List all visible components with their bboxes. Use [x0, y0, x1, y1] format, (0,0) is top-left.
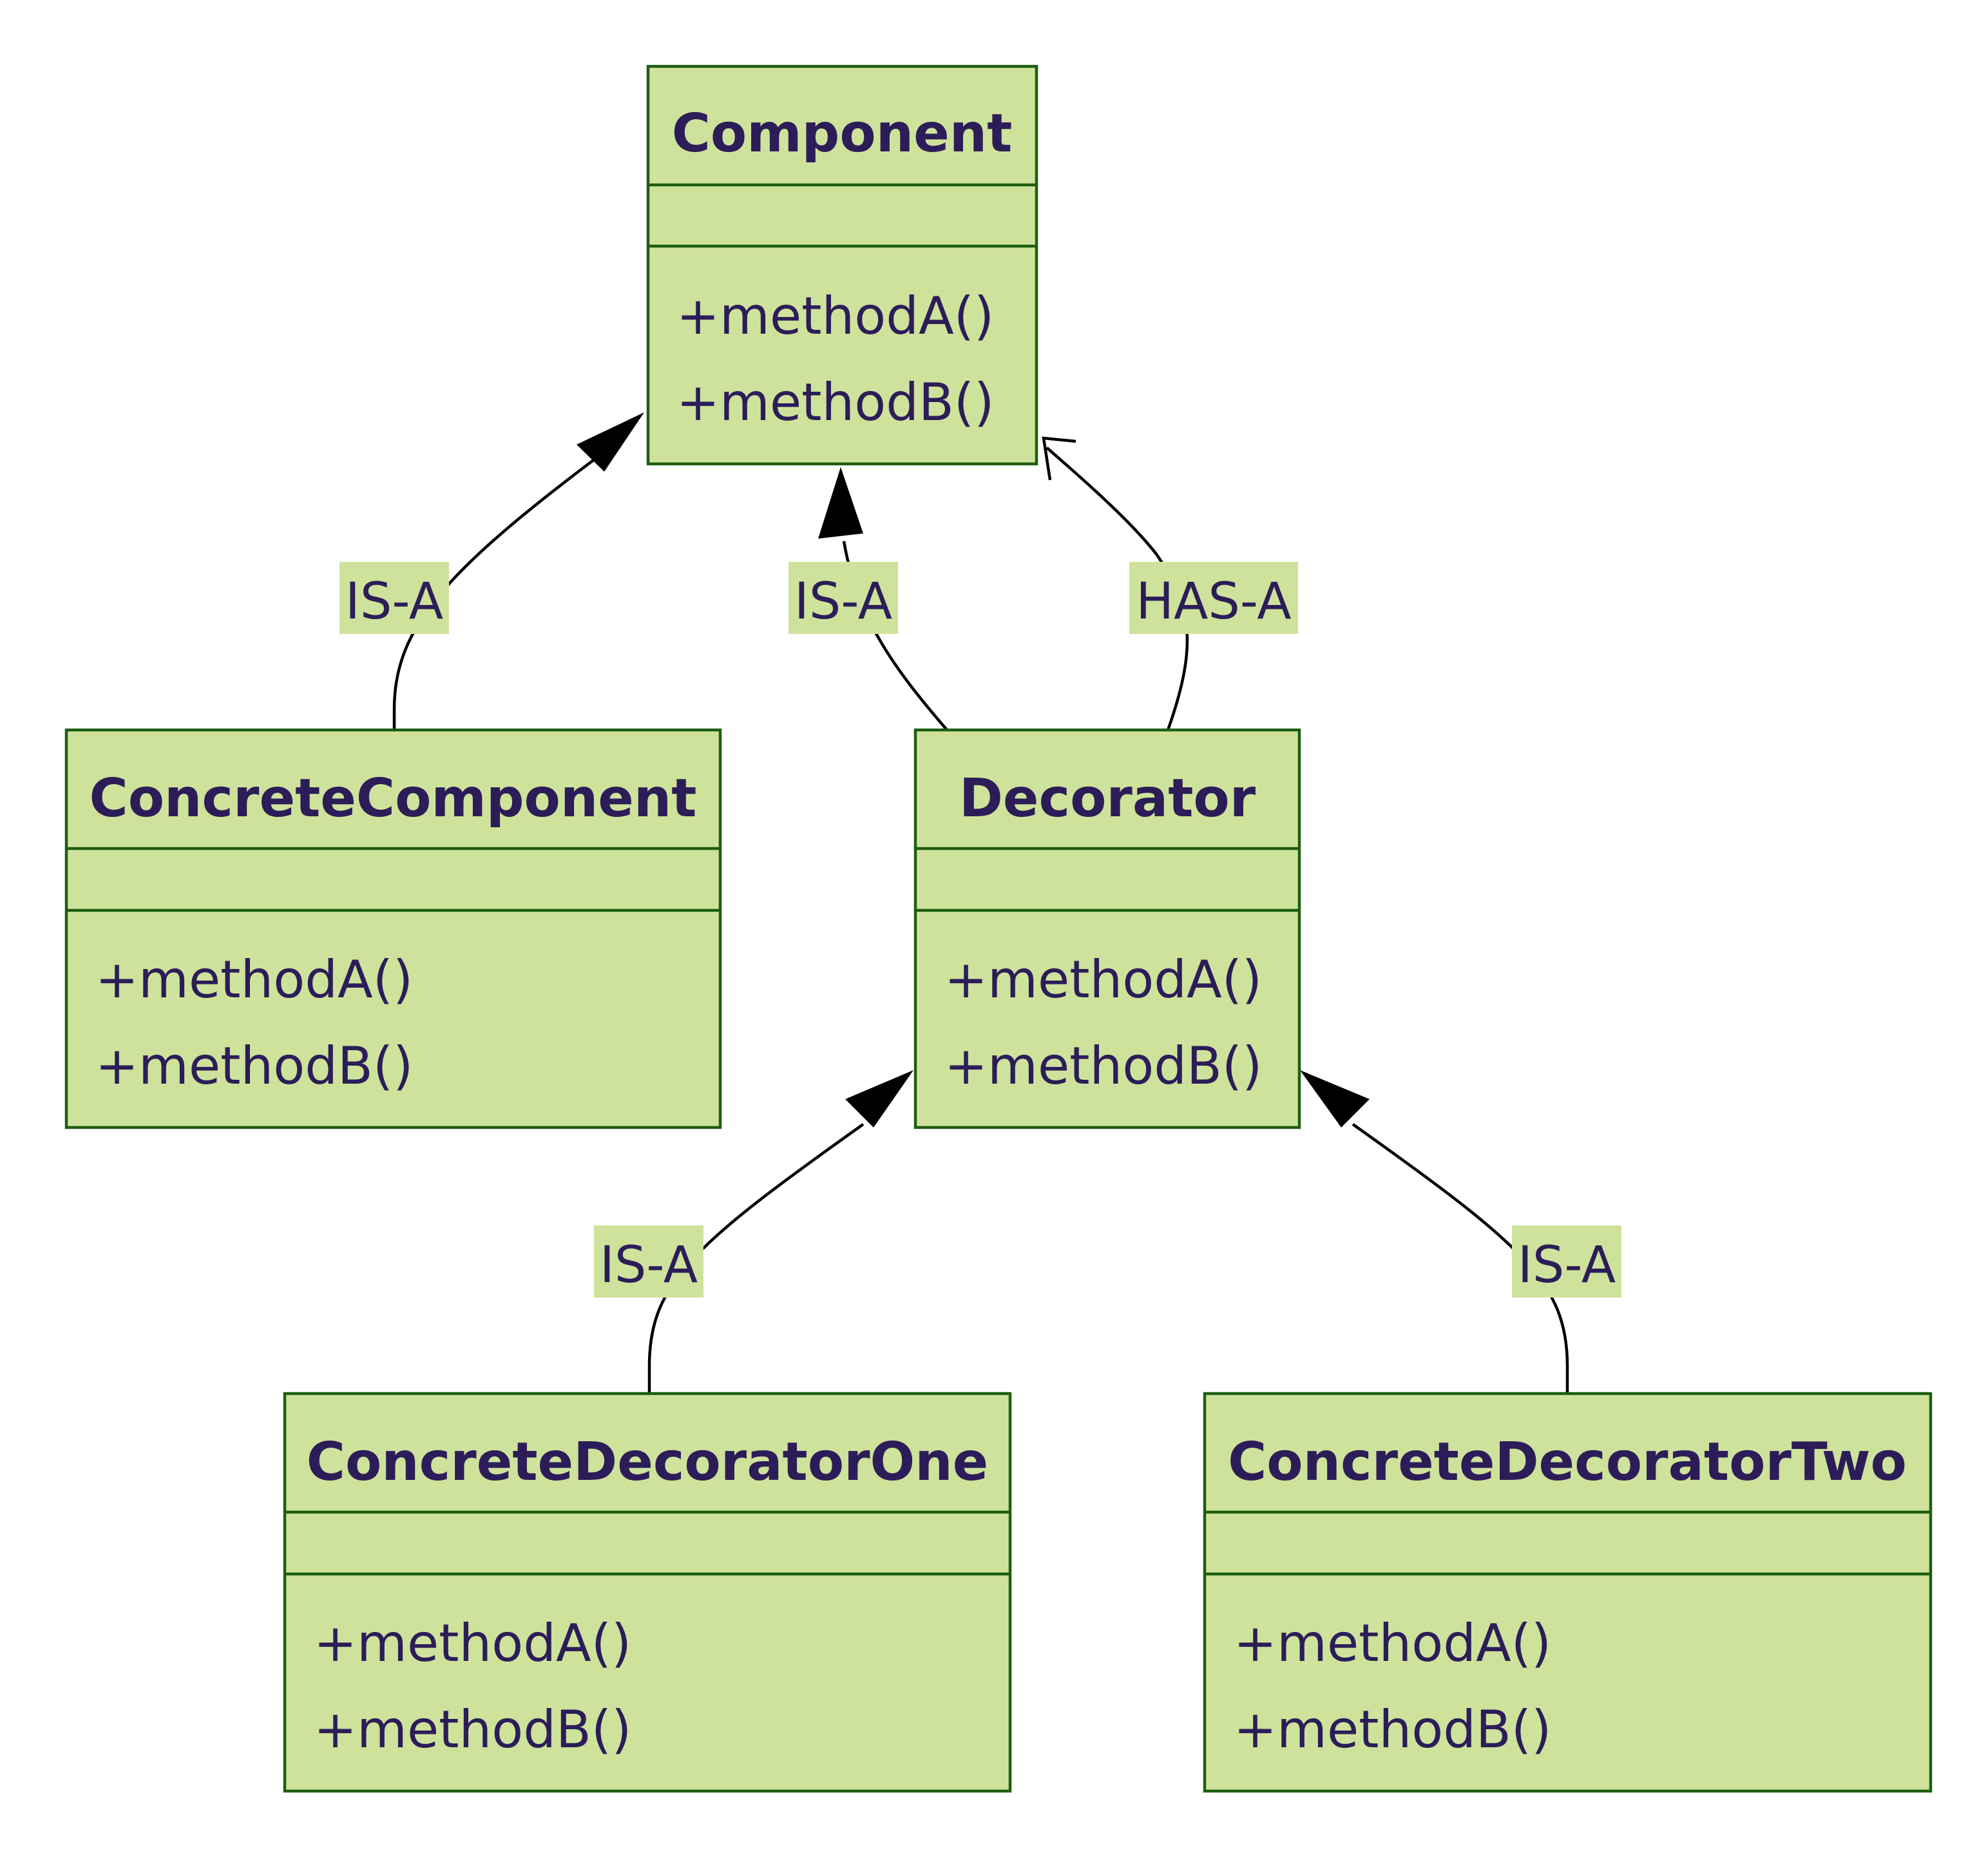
svg-text:IS-A: IS-A [794, 573, 892, 631]
edge-label-isa-concretecomponent: IS-A [339, 562, 449, 634]
class-concretedecoratorone: ConcreteDecoratorOne +methodA() +methodB… [283, 1392, 1012, 1793]
class-name: Decorator [959, 768, 1256, 829]
method: +methodB() [944, 1036, 1262, 1096]
edge-decorator-hasa-component [1042, 436, 1189, 731]
method: +methodA() [676, 286, 994, 346]
method: +methodB() [1234, 1700, 1551, 1760]
method: +methodA() [95, 950, 413, 1010]
class-component: Component +methodA() +methodB() [646, 64, 1038, 466]
class-name: ConcreteDecoratorOne [307, 1432, 988, 1493]
class-name: ConcreteComponent [90, 768, 697, 829]
svg-text:IS-A: IS-A [1518, 1236, 1616, 1294]
edge-label-hasa-decorator: HAS-A [1129, 562, 1298, 634]
method: +methodB() [314, 1700, 631, 1760]
inheritance-arrowhead [818, 467, 863, 539]
inheritance-arrowhead [845, 1070, 913, 1127]
class-concretecomponent: ConcreteComponent +methodA() +methodB() [64, 728, 722, 1129]
class-decorator: Decorator +methodA() +methodB() [913, 728, 1301, 1129]
inheritance-arrowhead [1300, 1070, 1370, 1127]
edge-label-isa-concretedecoratorone: IS-A [594, 1225, 703, 1298]
svg-text:IS-A: IS-A [600, 1236, 698, 1294]
class-name: Component [672, 103, 1013, 164]
edge-label-isa-concretedecoratortwo: IS-A [1512, 1225, 1621, 1298]
class-name: ConcreteDecoratorTwo [1228, 1432, 1907, 1493]
svg-text:HAS-A: HAS-A [1136, 573, 1291, 631]
method: +methodA() [944, 950, 1262, 1010]
method: +methodB() [95, 1036, 413, 1096]
svg-text:IS-A: IS-A [345, 573, 443, 631]
class-concretedecoratortwo: ConcreteDecoratorTwo +methodA() +methodB… [1203, 1392, 1933, 1793]
association-arrowhead [1042, 436, 1076, 481]
method: +methodA() [314, 1613, 631, 1673]
method: +methodB() [676, 372, 994, 432]
method: +methodA() [1234, 1613, 1551, 1673]
edge-label-isa-decorator: IS-A [789, 562, 898, 634]
inheritance-arrowhead [577, 412, 644, 472]
